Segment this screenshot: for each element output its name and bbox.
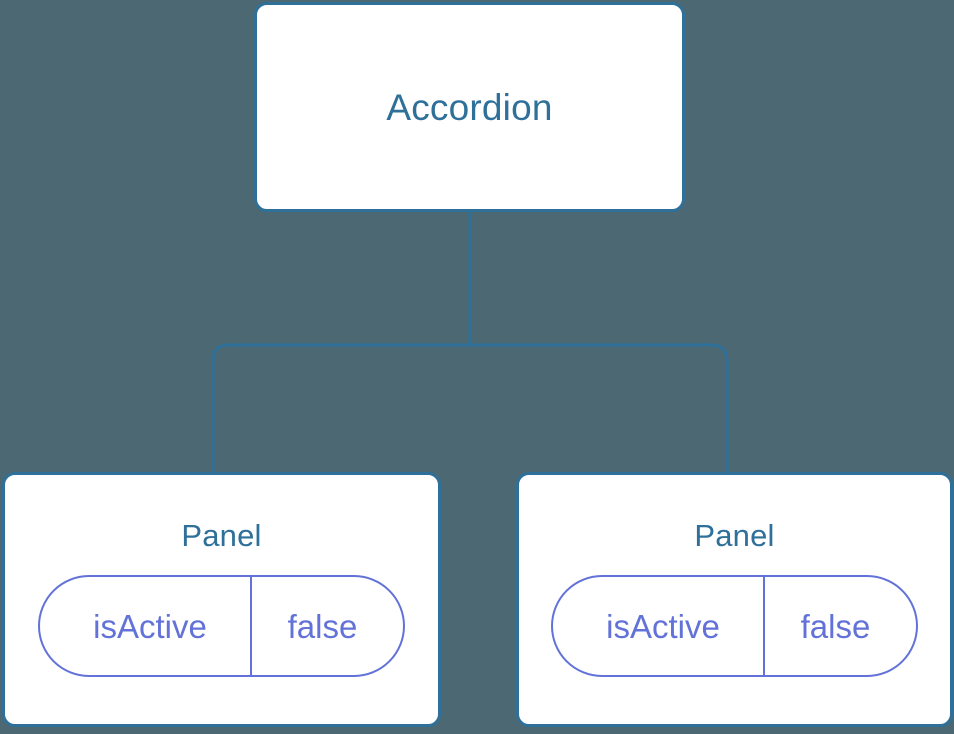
panel-left-content: Panel isActive false <box>5 475 438 724</box>
panel-left-prop-isactive[interactable]: isActive false <box>38 575 405 677</box>
panel-right-content: Panel isActive false <box>519 475 950 724</box>
panel-left-prop-key: isActive <box>40 577 252 675</box>
node-accordion-title: Accordion <box>386 86 553 128</box>
panel-right-prop-value: false <box>800 607 871 645</box>
node-accordion[interactable]: Accordion <box>254 2 685 212</box>
node-panel-left[interactable]: Panel isActive false <box>2 472 441 727</box>
node-panel-right-title: Panel <box>694 518 775 553</box>
node-panel-right[interactable]: Panel isActive false <box>516 472 953 727</box>
edge-accordion-to-panel-left <box>211 210 472 474</box>
panel-right-prop-isactive[interactable]: isActive false <box>551 575 918 677</box>
panel-left-prop-value: false <box>287 607 358 645</box>
edge-accordion-to-panel-right <box>470 343 729 474</box>
node-panel-left-title: Panel <box>181 518 262 553</box>
panel-right-prop-key: isActive <box>553 577 765 675</box>
